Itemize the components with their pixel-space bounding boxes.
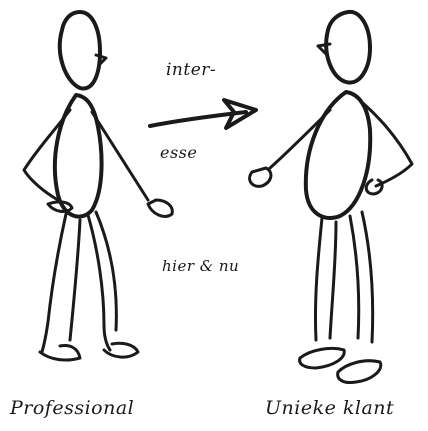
arrow-label-bottom: esse [160, 143, 197, 162]
client-left-arm [270, 110, 330, 168]
client-head [326, 12, 370, 83]
client-left-leg-inner [330, 222, 336, 338]
arrow-label-top: inter- [166, 60, 216, 80]
professional-figure [24, 12, 172, 360]
professional-right-hand [148, 200, 172, 216]
middle-note: hier & nu [162, 257, 239, 275]
client-right-foot [338, 361, 381, 383]
client-right-hand [366, 180, 382, 194]
professional-body [55, 95, 102, 217]
professional-right-leg [88, 215, 110, 350]
interest-arrow [150, 100, 256, 128]
professional-left-foot [40, 346, 80, 361]
client-body [306, 92, 370, 218]
client-left-hand [250, 168, 271, 186]
client-left-leg [315, 218, 322, 340]
professional-left-leg-inner [70, 220, 80, 340]
client-left-foot [300, 348, 345, 368]
professional-left-leg [42, 214, 66, 352]
client-right-leg [350, 216, 359, 338]
professional-label: Professional [10, 397, 134, 419]
client-figure [250, 12, 412, 383]
client-right-leg-inner [362, 212, 373, 342]
professional-hand-left [48, 202, 72, 212]
professional-head [60, 12, 100, 89]
client-label: Unieke klant [265, 397, 394, 419]
